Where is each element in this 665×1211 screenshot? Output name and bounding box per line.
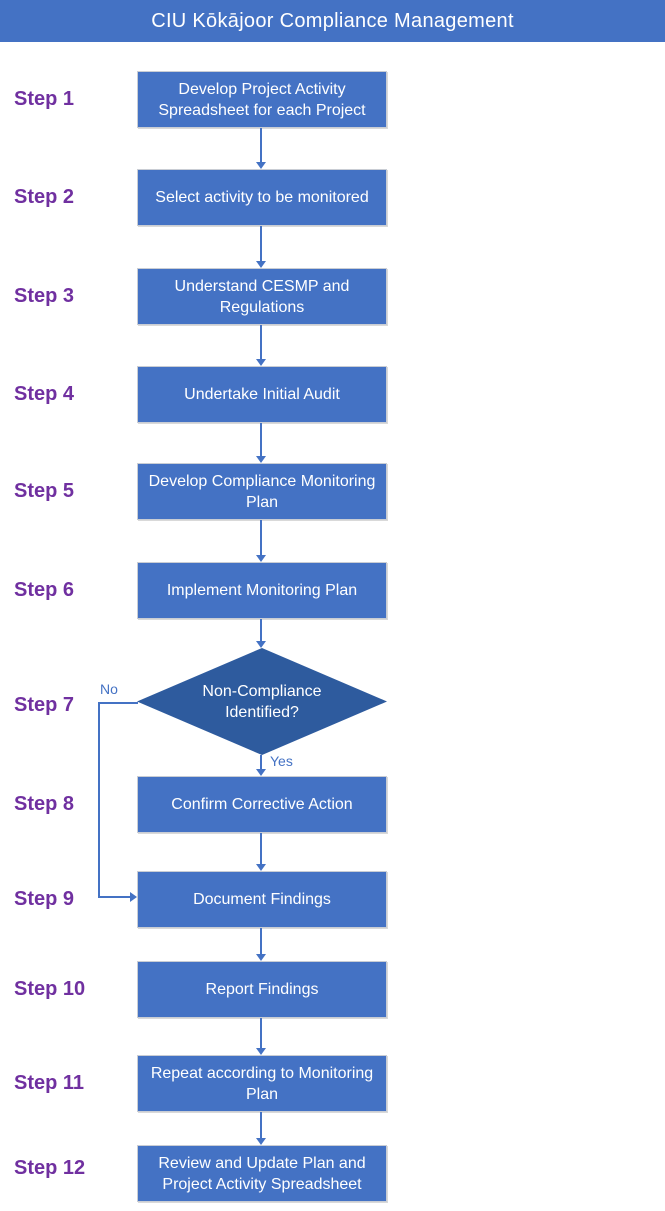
- arrow-step11-step12: [256, 1112, 266, 1145]
- step-label-10: Step 10: [14, 978, 86, 1000]
- yes-branch-label: Yes: [270, 753, 293, 769]
- step-label-5: Step 5: [14, 480, 75, 502]
- step-label-1: Step 1: [14, 88, 75, 110]
- arrow-step4-step5: [256, 423, 266, 463]
- step-box-3: Understand CESMP and Regulations: [137, 268, 387, 325]
- step-box-10: Report Findings: [137, 961, 387, 1018]
- step-box-4: Undertake Initial Audit: [137, 366, 387, 423]
- arrow-step3-step4: [256, 325, 266, 366]
- arrow-step2-step3: [256, 226, 266, 268]
- step-box-6: Implement Monitoring Plan: [137, 562, 387, 619]
- arrow-step1-step2: [256, 128, 266, 169]
- decision-diamond: Non-Compliance Identified?: [137, 648, 387, 755]
- arrow-step5-step6: [256, 520, 266, 562]
- step-box-5: Develop Compliance Monitoring Plan: [137, 463, 387, 520]
- decision-text: Non-Compliance Identified?: [202, 682, 322, 721]
- step-label-8: Step 8: [14, 793, 75, 815]
- arrow-step10-step11: [256, 1018, 266, 1055]
- step-label-6: Step 6: [14, 579, 75, 601]
- step-label-2: Step 2: [14, 186, 75, 208]
- no-branch-label: No: [100, 681, 118, 697]
- no-branch-arrow-step9: [98, 892, 137, 902]
- step-label-9: Step 9: [14, 888, 75, 910]
- step-box-8: Confirm Corrective Action: [137, 776, 387, 833]
- page-title: CIU Kōkājoor Compliance Management: [151, 9, 514, 32]
- step-label-11: Step 11: [14, 1072, 85, 1094]
- arrow-step8-step9: [256, 833, 266, 871]
- title-bar: CIU Kōkājoor Compliance Management: [0, 0, 665, 42]
- step-label-4: Step 4: [14, 383, 75, 405]
- step-box-12: Review and Update Plan and Project Activ…: [137, 1145, 387, 1202]
- step-box-11: Repeat according to Monitoring Plan: [137, 1055, 387, 1112]
- arrow-step9-step10: [256, 928, 266, 961]
- step-box-2: Select activity to be monitored: [137, 169, 387, 226]
- step-label-12: Step 12: [14, 1157, 86, 1179]
- step-box-1: Develop Project Activity Spreadsheet for…: [137, 71, 387, 128]
- step-label-3: Step 3: [14, 285, 75, 307]
- no-branch-segment-vertical: [98, 702, 100, 898]
- diamond-shape-svg: [137, 648, 387, 755]
- no-branch-segment-top: [98, 702, 138, 704]
- step-box-9: Document Findings: [137, 871, 387, 928]
- arrow-yes-step8: [256, 755, 266, 776]
- arrow-step6-decision: [256, 619, 266, 648]
- step-label-7: Step 7: [14, 694, 75, 716]
